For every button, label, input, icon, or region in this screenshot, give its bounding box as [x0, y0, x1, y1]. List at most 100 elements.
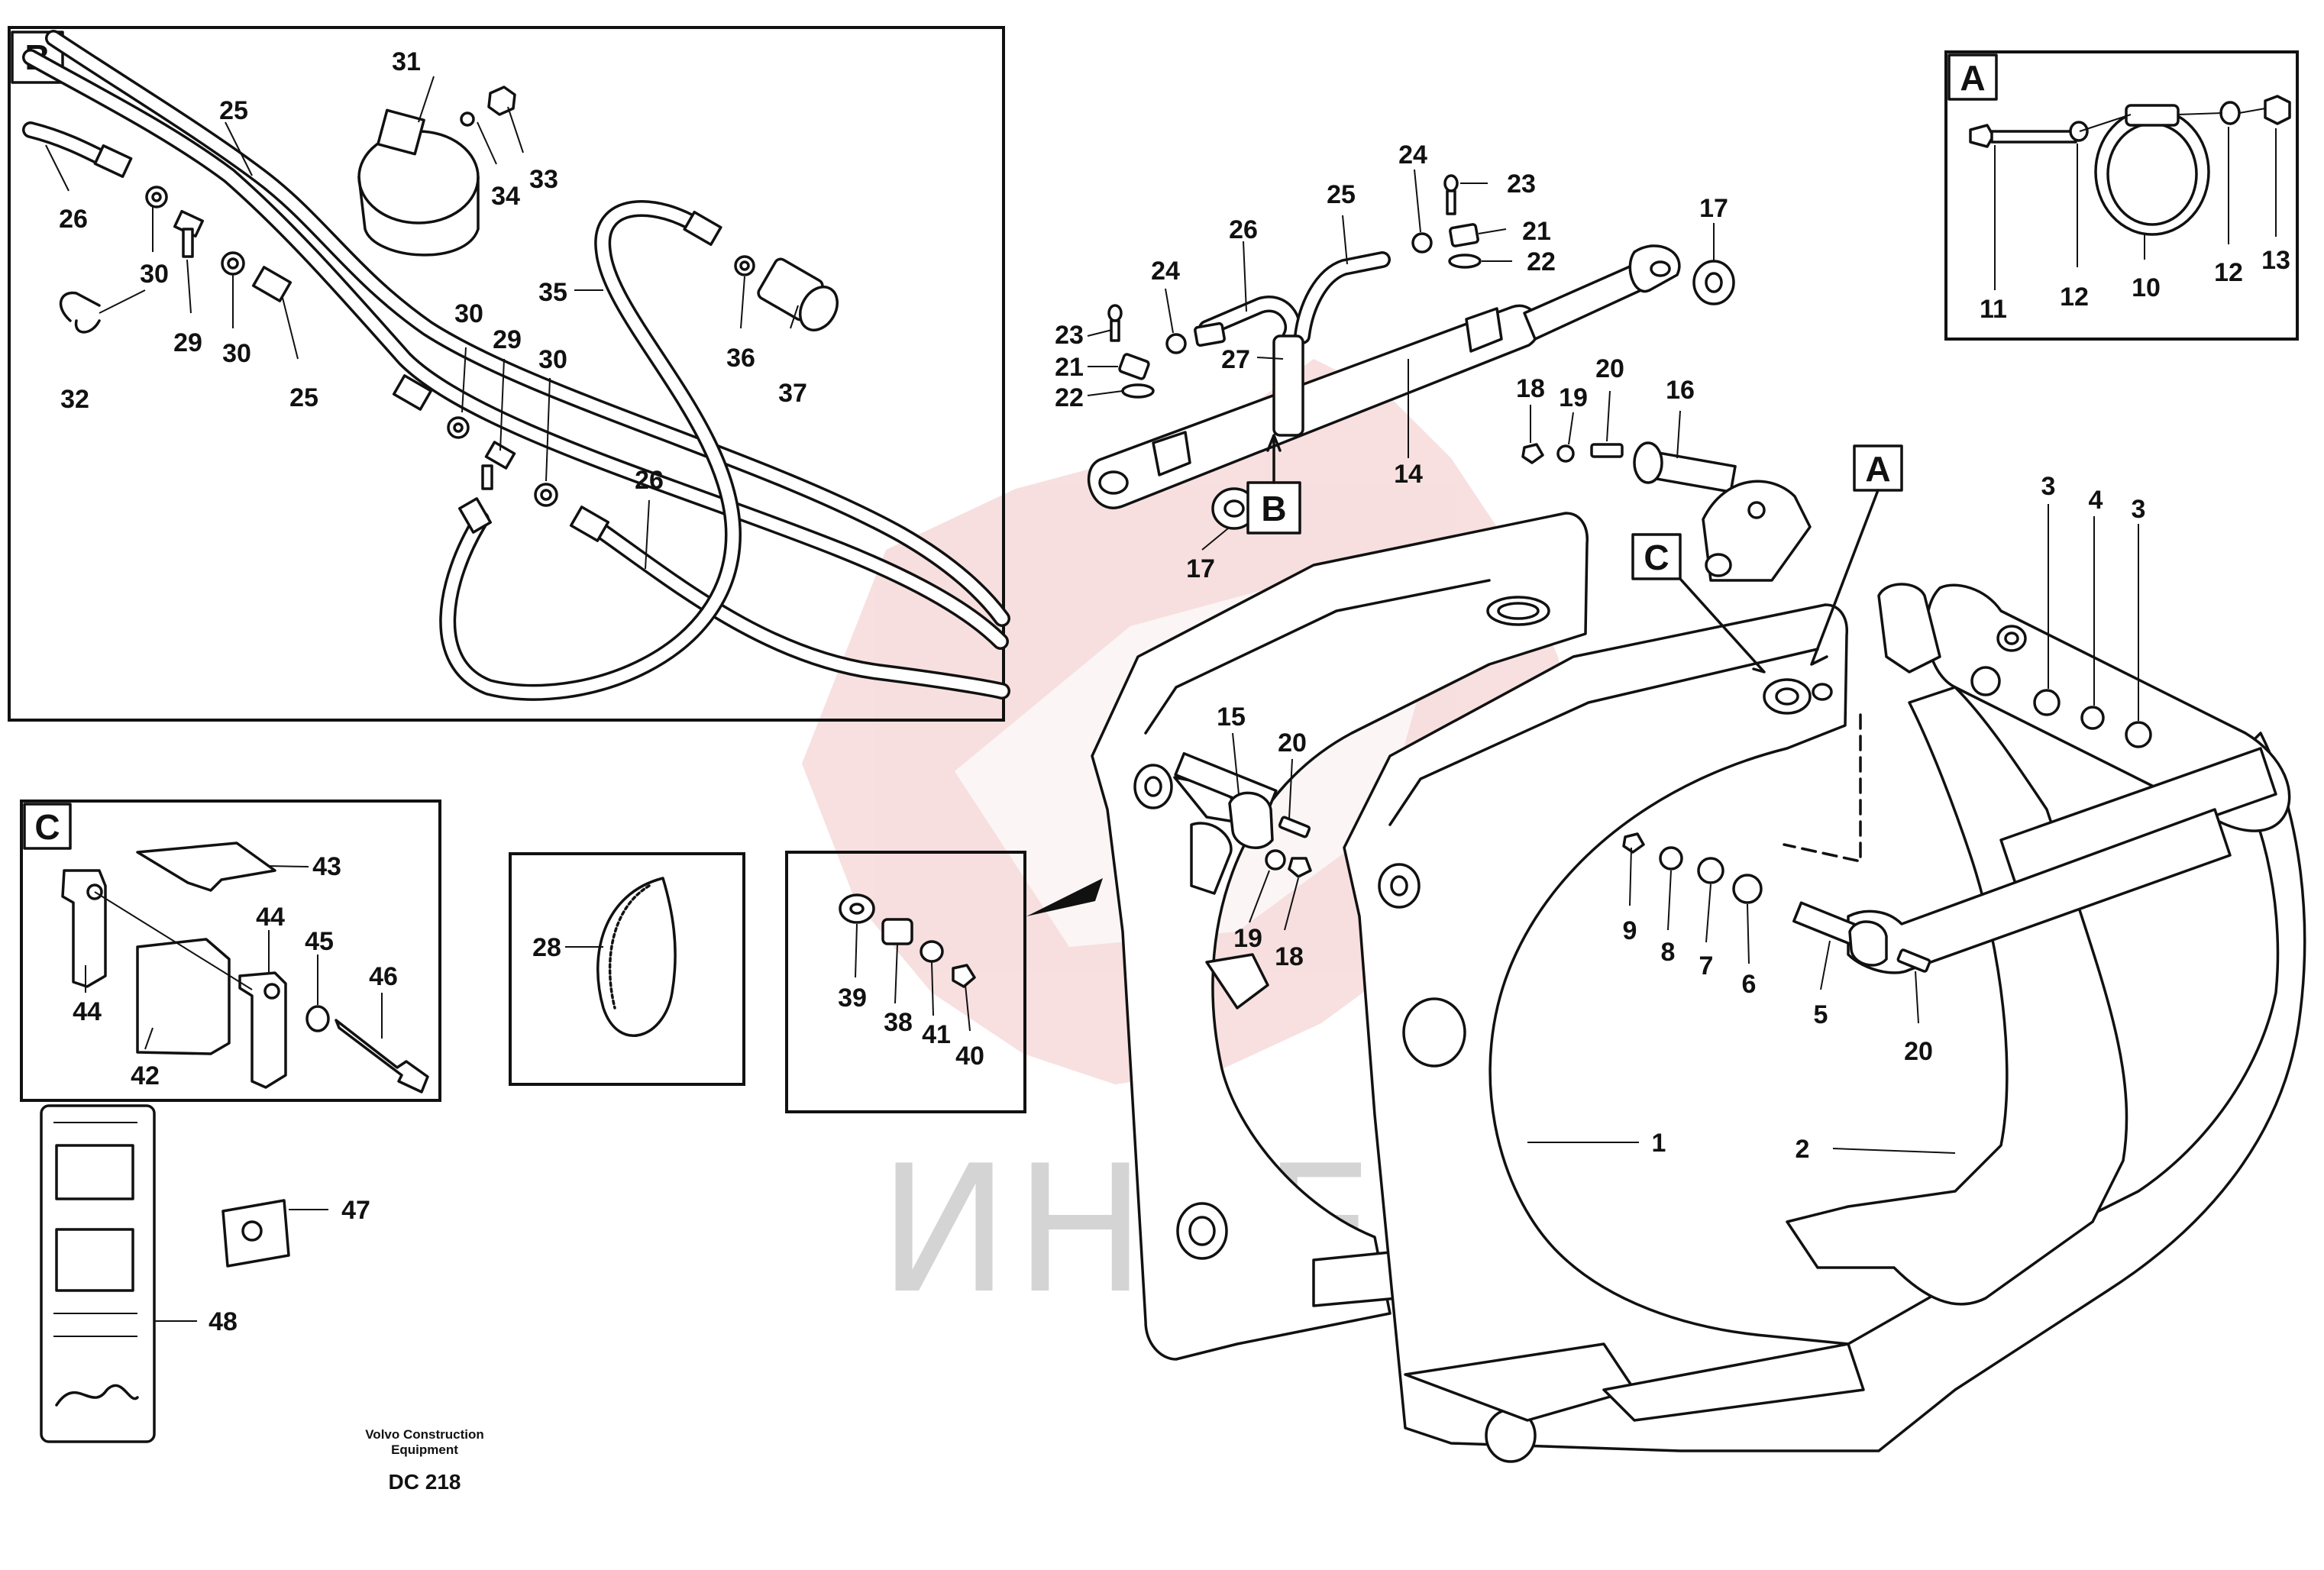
callout-10: 10	[2132, 273, 2161, 302]
callout-23-left: 23	[1055, 321, 1084, 350]
leaders-upper-pin	[1530, 390, 1681, 459]
callout-20-right: 20	[1904, 1037, 1933, 1066]
callout-26-cyl: 26	[1229, 215, 1258, 244]
callout-2: 2	[1796, 1135, 1810, 1164]
leaders-b	[45, 76, 799, 570]
callout-44-left: 44	[73, 997, 102, 1026]
callout-1: 1	[1652, 1129, 1666, 1158]
callout-4: 4	[2089, 486, 2103, 515]
detail-b-ref-arrow	[1266, 434, 1282, 484]
detail-box-b	[8, 26, 1005, 722]
fittings-upper	[93, 144, 293, 302]
callout-30-d: 30	[538, 345, 567, 374]
brand-line1: Volvo Construction	[365, 1427, 484, 1442]
shim-pointer	[1026, 878, 1103, 916]
diagram-code: DC 218	[389, 1470, 461, 1494]
callout-24-right: 24	[1398, 141, 1427, 170]
callout-19-upper: 19	[1559, 383, 1588, 412]
bushings-3-4	[1970, 666, 2152, 748]
callout-7: 7	[1699, 951, 1714, 980]
upper-hinge-bracket	[1702, 480, 1941, 674]
detail-c-letter: C	[34, 807, 60, 847]
detail-box-shim	[785, 851, 1026, 1113]
detail-a-letter: A	[1960, 58, 1985, 98]
leaders-right-pin	[1527, 847, 1956, 1154]
leaders-c	[85, 865, 383, 1050]
detail-c-ref-letter: C	[1644, 538, 1669, 577]
detail-c-ref-leader	[1679, 577, 1766, 674]
callout-25-cyl: 25	[1327, 180, 1356, 209]
pad-assembly	[61, 842, 429, 1094]
cylinder-hoses	[1198, 251, 1391, 437]
fittings-lower	[392, 374, 610, 542]
callout-20-upper: 20	[1595, 354, 1624, 383]
right-pin-group	[1622, 832, 1931, 973]
callout-22-left: 22	[1055, 383, 1084, 412]
detail-a-ref-letter: A	[1865, 449, 1890, 489]
callout-21-left: 21	[1055, 353, 1084, 382]
callout-29-b: 29	[493, 325, 522, 354]
callout-41: 41	[922, 1020, 951, 1049]
callout-13: 13	[2261, 246, 2290, 275]
callout-3-left: 3	[2041, 472, 2056, 501]
callout-25-upper: 25	[219, 96, 248, 125]
callout-9: 9	[1623, 916, 1637, 945]
callout-38: 38	[884, 1008, 913, 1037]
callout-37: 37	[778, 379, 807, 408]
brand-line2: Equipment	[391, 1442, 458, 1457]
callout-17-right: 17	[1699, 194, 1728, 223]
leaders-shim	[855, 923, 971, 1032]
callout-27: 27	[1221, 345, 1250, 374]
detail-a-tag	[1947, 53, 1998, 101]
callout-45: 45	[305, 927, 334, 956]
left-pin-group	[1173, 751, 1312, 878]
detail-a-ref-leader	[1810, 489, 1880, 666]
callout-18-upper: 18	[1516, 374, 1545, 403]
callout-42: 42	[131, 1061, 160, 1090]
callout-43: 43	[312, 852, 341, 881]
callout-34: 34	[491, 182, 520, 211]
callout-12-a: 12	[2060, 283, 2089, 312]
callout-19-left: 19	[1233, 924, 1262, 953]
callout-11: 11	[1980, 295, 2007, 324]
strap-band	[596, 877, 677, 1037]
instruction-decal	[40, 1104, 156, 1443]
callout-35: 35	[538, 278, 567, 307]
callout-40: 40	[955, 1042, 984, 1071]
callout-23-right: 23	[1507, 170, 1536, 199]
callout-28: 28	[532, 933, 561, 962]
callout-39: 39	[838, 984, 867, 1013]
callout-8: 8	[1661, 938, 1676, 967]
callout-18-left: 18	[1275, 942, 1304, 971]
shim-assembly	[839, 893, 976, 988]
detail-b-ref-letter: B	[1261, 489, 1286, 528]
callout-21-right: 21	[1522, 217, 1551, 246]
detail-box-c	[20, 800, 441, 1102]
callout-24-left: 24	[1151, 257, 1180, 286]
quick-coupler	[683, 210, 839, 331]
callout-12-b: 12	[2214, 258, 2243, 287]
callout-32: 32	[60, 385, 89, 414]
callout-15: 15	[1217, 703, 1246, 732]
callout-29-a: 29	[173, 328, 202, 357]
leaders-left-pin	[1232, 732, 1299, 931]
callout-3-right: 3	[2132, 495, 2146, 524]
callout-14: 14	[1394, 460, 1423, 489]
callout-47: 47	[341, 1196, 370, 1225]
callout-30-c: 30	[454, 299, 483, 328]
clamp-arm-back	[1786, 583, 2291, 1306]
small-decal	[221, 1199, 290, 1268]
hose-assembly	[22, 30, 1010, 701]
callout-30-b: 30	[222, 339, 251, 368]
leaders-cylinder	[1087, 169, 1715, 551]
clamp-frame-left	[1091, 512, 1589, 1361]
cylinder-fittings	[1107, 174, 1735, 530]
callout-5: 5	[1814, 1000, 1828, 1029]
callout-26-lower: 26	[635, 466, 664, 495]
callout-17-left: 17	[1186, 554, 1215, 583]
upper-pin-group	[1521, 441, 1737, 493]
detail-c-tag	[23, 803, 72, 850]
u-bolt	[59, 291, 101, 334]
callout-20-left: 20	[1278, 728, 1307, 758]
